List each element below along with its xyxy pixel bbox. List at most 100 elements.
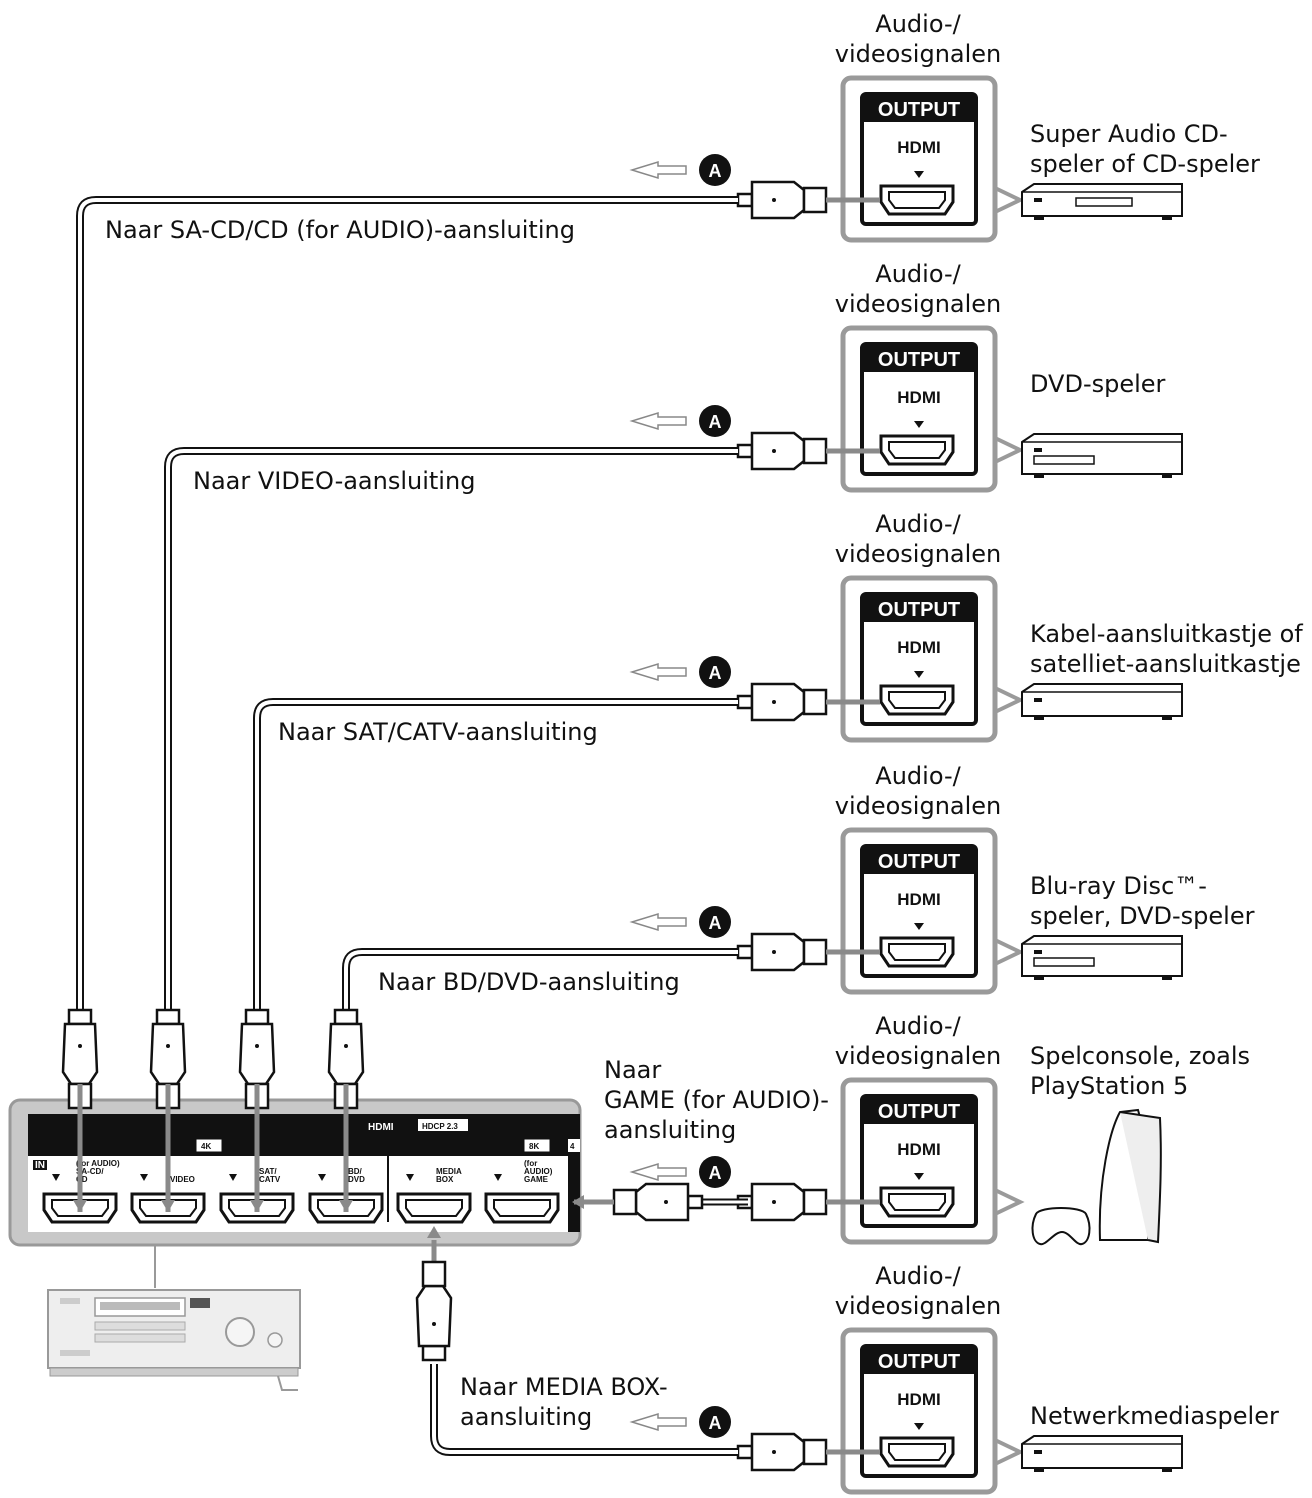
triangle-marker-icon — [914, 1173, 924, 1180]
cable-a-marker — [699, 405, 731, 437]
connection-label-bd: Naar BD/DVD-aansluiting — [378, 968, 680, 996]
svg-text:A: A — [709, 412, 722, 432]
group-4k-label: 4K — [201, 1142, 211, 1151]
receiver-hdmi-input-port: SAT/CATV — [219, 1167, 295, 1224]
cable-a-marker — [699, 1406, 731, 1438]
output-header: OUTPUT — [878, 1351, 960, 1373]
device-sat-icon — [1021, 683, 1183, 720]
device-media-icon — [1021, 1435, 1183, 1472]
hdmi-port-label: HDMI — [897, 638, 940, 657]
triangle-marker-icon — [914, 171, 924, 178]
hdmi-plug — [736, 1432, 828, 1472]
output-header: OUTPUT — [878, 851, 960, 873]
signal-label: Audio-/videosignalen — [835, 510, 1002, 568]
hdmi-port-label: HDMI — [897, 890, 940, 909]
hdmi-port-label: HDMI — [897, 138, 940, 157]
hdmi-plug — [736, 932, 828, 972]
hdmi-port-label: HDMI — [897, 1390, 940, 1409]
triangle-marker-icon — [914, 923, 924, 930]
svg-text:A: A — [709, 1163, 722, 1183]
hdmi-plug — [736, 431, 828, 471]
device-video-icon — [1021, 433, 1183, 478]
signal-label: Audio-/videosignalen — [835, 260, 1002, 318]
cable-a-marker — [699, 154, 731, 186]
cable-a-marker — [699, 906, 731, 938]
connection-label-media: Naar MEDIA BOX-aansluiting — [460, 1373, 668, 1431]
receiver-port-label: BD/DVD — [348, 1167, 365, 1184]
device-label: Blu-ray Disc™-speler, DVD-speler — [1030, 872, 1255, 930]
hdmi-port-label: HDMI — [897, 388, 940, 407]
triangle-marker-icon — [52, 1174, 60, 1181]
connection-label-sat: Naar SAT/CATV-aansluiting — [278, 718, 598, 746]
receiver-port-label: VIDEO — [170, 1175, 195, 1184]
receiver-port-label: SAT/CATV — [259, 1167, 281, 1184]
svg-text:A: A — [709, 663, 722, 683]
controller-icon — [1031, 1207, 1091, 1246]
signal-label: Audio-/videosignalen — [835, 10, 1002, 68]
receiver-hdmi-input-port: VIDEO — [130, 1174, 206, 1224]
hdmi-plug — [736, 180, 828, 220]
output-header: OUTPUT — [878, 1101, 960, 1123]
receiver-hdmi-panel: HDMI HDCP 2.3 4K 8K 4 IN (for AUDIO)SA-C… — [8, 1098, 582, 1247]
signal-direction-arrow — [631, 161, 687, 179]
hdmi-output-port — [879, 434, 955, 466]
source-media: Audio-/videosignalenOUTPUTHDMINetwerkmed… — [631, 1262, 1279, 1495]
triangle-marker-icon — [914, 671, 924, 678]
triangle-marker-icon — [229, 1174, 237, 1181]
triangle-marker-icon — [406, 1174, 414, 1181]
hdmi-cable — [253, 698, 738, 1010]
triangle-marker-icon — [494, 1174, 502, 1181]
device-bd-icon — [1021, 935, 1183, 980]
output-header: OUTPUT — [878, 349, 960, 371]
game-console-icon — [1031, 1108, 1162, 1246]
hdmi-output-port — [879, 936, 955, 968]
hdcp-badge: HDCP 2.3 — [422, 1122, 458, 1131]
connection-label-video: Naar VIDEO-aansluiting — [193, 467, 475, 495]
device-label: DVD-speler — [1030, 370, 1166, 398]
hdmi-output-port — [879, 184, 955, 216]
signal-label: Audio-/videosignalen — [835, 1012, 1002, 1070]
hdmi-plug — [736, 1182, 828, 1222]
hdmi-port-label: HDMI — [897, 1140, 940, 1159]
device-label: Super Audio CD-speler of CD-speler — [1030, 120, 1260, 178]
source-game: Audio-/videosignalenOUTPUTHDMISpelconsol… — [631, 1012, 1250, 1246]
device-sacd-icon — [1021, 183, 1183, 220]
group-next-label: 4 — [570, 1142, 575, 1151]
in-badge: IN — [35, 1160, 45, 1171]
group-8k-label: 8K — [529, 1142, 539, 1151]
hdmi-plug — [612, 1182, 704, 1222]
hdmi-plug — [736, 682, 828, 722]
receiver-hdmi-input-port: BD/DVD — [308, 1167, 384, 1224]
hdmi-plug — [415, 1260, 453, 1362]
signal-label: Audio-/videosignalen — [835, 762, 1002, 820]
hdmi-cable — [76, 196, 738, 1010]
cable-a-marker — [699, 656, 731, 688]
triangle-marker-icon — [914, 1423, 924, 1430]
signal-label: Audio-/videosignalen — [835, 1262, 1002, 1320]
svg-text:A: A — [709, 161, 722, 181]
av-receiver-illustration — [47, 1245, 301, 1391]
output-header: OUTPUT — [878, 599, 960, 621]
hdmi-output-port — [879, 1186, 955, 1218]
triangle-marker-icon — [318, 1174, 326, 1181]
cable-a-marker — [699, 1156, 731, 1188]
hdmi-output-port — [879, 684, 955, 716]
triangle-marker-icon — [914, 421, 924, 428]
signal-direction-arrow — [631, 1413, 687, 1431]
output-header: OUTPUT — [878, 99, 960, 121]
svg-text:A: A — [709, 913, 722, 933]
signal-direction-arrow — [631, 663, 687, 681]
signal-direction-arrow — [631, 913, 687, 931]
triangle-marker-icon — [140, 1174, 148, 1181]
